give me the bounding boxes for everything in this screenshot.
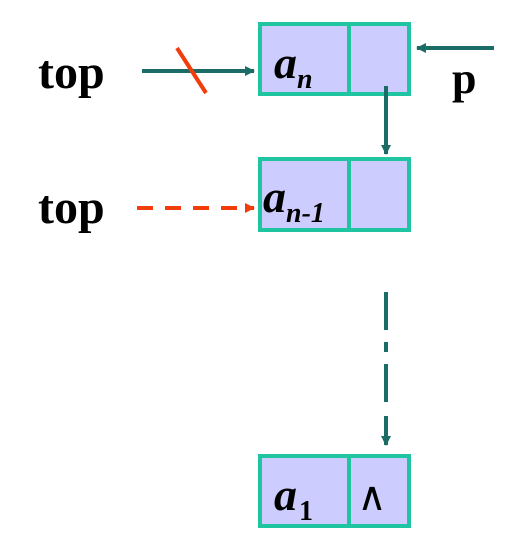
strike-mark <box>175 46 208 95</box>
node-an-value: an <box>274 37 313 95</box>
node-an-1-next-cell <box>347 157 411 232</box>
node-an: an <box>258 22 411 96</box>
node-an-1: an-1 <box>258 157 411 232</box>
null-symbol: ∧ <box>357 474 386 520</box>
node-an-1-value: an-1 <box>263 171 325 229</box>
top-label-old: top <box>38 46 105 99</box>
node-a1: a1 ∧ <box>258 454 411 528</box>
node-an-next-cell <box>347 22 411 96</box>
node-a1-data-cell <box>258 454 351 528</box>
node-a1-next-cell <box>347 454 411 528</box>
top-label-new: top <box>38 181 105 234</box>
p-label: p <box>452 54 476 103</box>
node-a1-value: a1 <box>274 469 313 527</box>
node-an-1-data-cell <box>258 157 351 232</box>
